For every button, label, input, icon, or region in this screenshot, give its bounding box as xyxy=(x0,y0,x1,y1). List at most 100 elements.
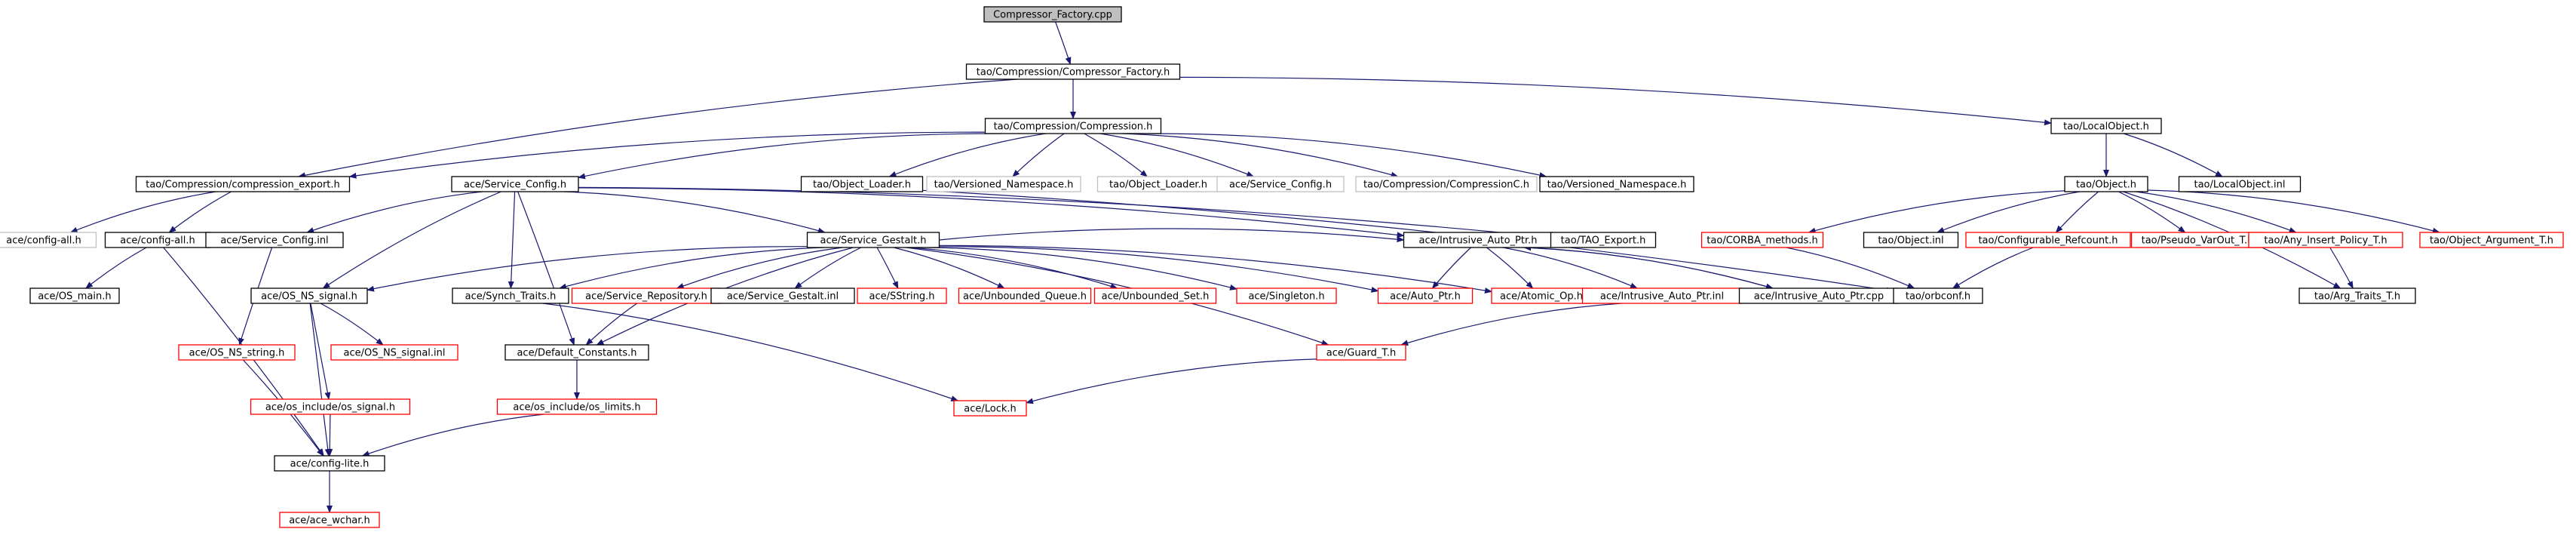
node-box xyxy=(2178,176,2302,192)
node-os-include-os-limits-h[interactable]: ace/os_include/os_limits.h xyxy=(496,398,658,415)
node-compressor-factory-h[interactable]: tao/Compression/Compressor_Factory.h xyxy=(965,63,1181,80)
edge-service-gestalt-h-to-unbounded-queue-h xyxy=(894,247,1005,289)
node-intrusive-auto-ptr-cpp[interactable]: ace/Intrusive_Auto_Ptr.cpp xyxy=(1738,287,1900,304)
node-arg-traits-t-h[interactable]: tao/Arg_Traits_T.h xyxy=(2298,287,2416,304)
edge-synch-traits-h-to-lock-h xyxy=(542,303,959,401)
edge-compression-h-to-object-loader-h-ext xyxy=(1084,133,1148,177)
node-service-gestalt-h[interactable]: ace/Service_Gestalt.h xyxy=(806,232,940,248)
node-guard-t-h[interactable]: ace/Guard_T.h xyxy=(1316,344,1406,361)
node-service-gestalt-inl[interactable]: ace/Service_Gestalt.inl xyxy=(710,287,855,304)
node-box xyxy=(1216,176,1345,192)
edge-service-gestalt-h-to-guard-t-h xyxy=(906,247,1329,346)
node-any-insert-policy-t-h[interactable]: tao/Any_Insert_Policy_T.h xyxy=(2248,232,2403,248)
node-versioned-namespace-h[interactable]: tao/Versioned_Namespace.h xyxy=(1539,176,1694,192)
edge-service-config-h-to-tao-export-h xyxy=(578,186,1552,240)
node-box xyxy=(958,287,1092,304)
node-box xyxy=(983,6,1122,23)
node-box xyxy=(2064,176,2148,192)
node-ace-wchar-h[interactable]: ace/ace_wchar.h xyxy=(279,512,380,528)
node-default-constants-h[interactable]: ace/Default_Constants.h xyxy=(504,344,649,361)
node-service-config-h[interactable]: ace/Service_Config.h xyxy=(451,176,579,192)
node-configurable-refcount-h[interactable]: tao/Configurable_Refcount.h xyxy=(1965,232,2131,248)
node-compression-export-h[interactable]: tao/Compression/compression_export.h xyxy=(135,176,351,192)
node-tao-export-h[interactable]: tao/TAO_Export.h xyxy=(1550,232,1657,248)
node-box xyxy=(1965,232,2131,248)
node-object-h[interactable]: tao/Object.h xyxy=(2064,176,2148,192)
node-label: tao/Versioned_Namespace.h xyxy=(934,180,1074,191)
node-label: tao/Any_Insert_Policy_T.h xyxy=(2264,235,2387,247)
edge-object-h-to-pseudo-varout-t-h xyxy=(2118,191,2186,233)
node-os-ns-signal-h[interactable]: ace/OS_NS_signal.h xyxy=(250,287,368,304)
node-box xyxy=(205,232,344,248)
node-intrusive-auto-ptr-inl[interactable]: ace/Intrusive_Auto_Ptr.inl xyxy=(1581,287,1743,304)
node-label: tao/Configurable_Refcount.h xyxy=(1978,235,2118,247)
node-config-all-h-ext[interactable]: ace/config-all.h xyxy=(0,232,97,248)
node-object-loader-h[interactable]: tao/Object_Loader.h xyxy=(800,176,924,192)
edge-compression-h-to-versioned-namespace-h xyxy=(1143,133,1547,178)
node-config-lite-h[interactable]: ace/config-lite.h xyxy=(274,455,385,472)
edge-object-h-to-configurable-refcount-h xyxy=(2055,191,2099,233)
edge-service-gestalt-h-to-service-repository-h xyxy=(676,247,843,289)
node-unbounded-set-h[interactable]: ace/Unbounded_Set.h xyxy=(1093,287,1217,304)
node-synch-traits-h[interactable]: ace/Synch_Traits.h xyxy=(452,287,569,304)
node-label: ace/Default_Constants.h xyxy=(517,348,636,359)
edge-intrusive-auto-ptr-h-to-intrusive-auto-ptr-cpp xyxy=(1524,247,1774,290)
node-orbconf-h[interactable]: tao/orbconf.h xyxy=(1893,287,1983,304)
edge-service-gestalt-h-to-service-gestalt-inl xyxy=(794,247,862,289)
node-label: tao/Compression/CompressionC.h xyxy=(1363,180,1529,191)
node-box xyxy=(953,400,1027,417)
node-object-loader-h-ext[interactable]: tao/Object_Loader.h xyxy=(1096,176,1220,192)
node-unbounded-queue-h[interactable]: ace/Unbounded_Queue.h xyxy=(958,287,1092,304)
node-pseudo-varout-t-h[interactable]: tao/Pseudo_VarOut_T.h xyxy=(2130,232,2265,248)
node-localobject-h[interactable]: tao/LocalObject.h xyxy=(2050,118,2162,134)
node-intrusive-auto-ptr-h[interactable]: ace/Intrusive_Auto_Ptr.h xyxy=(1403,232,1553,248)
node-box xyxy=(926,176,1081,192)
node-service-config-inl[interactable]: ace/Service_Config.inl xyxy=(205,232,344,248)
node-singleton-h[interactable]: ace/Singleton.h xyxy=(1236,287,1337,304)
node-auto-ptr-h[interactable]: ace/Auto_Ptr.h xyxy=(1377,287,1474,304)
node-label: ace/os_include/os_limits.h xyxy=(513,402,640,414)
node-versioned-namespace-h-ext[interactable]: tao/Versioned_Namespace.h xyxy=(926,176,1081,192)
edge-compression-h-to-service-config-h-ext xyxy=(1099,133,1255,177)
node-box xyxy=(0,232,97,248)
edge-compression-export-h-to-config-all-h xyxy=(168,191,232,233)
node-box xyxy=(496,398,658,415)
node-label: ace/Service_Config.h xyxy=(1229,180,1332,191)
node-label: ace/Service_Gestalt.h xyxy=(820,235,926,247)
node-config-all-h[interactable]: ace/config-all.h xyxy=(104,232,211,248)
node-label: tao/Arg_Traits_T.h xyxy=(2314,291,2400,303)
node-os-ns-string-h[interactable]: ace/OS_NS_string.h xyxy=(178,344,296,361)
node-lock-h[interactable]: ace/Lock.h xyxy=(953,400,1027,417)
node-box xyxy=(1550,232,1657,248)
node-label: ace/Service_Repository.h xyxy=(585,291,707,303)
node-object-argument-t-h[interactable]: tao/Object_Argument_T.h xyxy=(2419,232,2564,248)
node-compressor-factory-cpp[interactable]: Compressor_Factory.cpp xyxy=(983,6,1122,23)
node-localobject-inl[interactable]: tao/LocalObject.inl xyxy=(2178,176,2302,192)
node-corba-methods-h[interactable]: tao/CORBA_methods.h xyxy=(1700,232,1824,248)
node-compression-h[interactable]: tao/Compression/Compression.h xyxy=(984,118,1162,134)
node-object-inl[interactable]: tao/Object.inl xyxy=(1863,232,1959,248)
edge-service-config-h-to-synch-traits-h xyxy=(508,191,516,289)
edge-corba-methods-h-to-orbconf-h xyxy=(1786,247,1915,289)
node-os-main-h[interactable]: ace/OS_main.h xyxy=(29,287,120,304)
node-box xyxy=(2419,232,2564,248)
node-label: ace/ace_wchar.h xyxy=(289,515,370,527)
node-label: ace/OS_main.h xyxy=(38,291,111,303)
node-box xyxy=(178,344,296,361)
node-atomic-op-h[interactable]: ace/Atomic_Op.h xyxy=(1491,287,1592,304)
node-compressionc-h-ext[interactable]: tao/Compression/CompressionC.h xyxy=(1355,176,1538,192)
node-service-config-h-ext[interactable]: ace/Service_Config.h xyxy=(1216,176,1345,192)
node-box xyxy=(710,287,855,304)
node-os-ns-signal-inl[interactable]: ace/OS_NS_signal.inl xyxy=(330,344,458,361)
node-sstring-h[interactable]: ace/SString.h xyxy=(857,287,947,304)
node-os-include-os-signal-h[interactable]: ace/os_include/os_signal.h xyxy=(250,398,411,415)
node-label: ace/Unbounded_Set.h xyxy=(1102,291,1210,303)
node-label: ace/Atomic_Op.h xyxy=(1500,291,1583,303)
edge-intrusive-auto-ptr-cpp-to-intrusive-auto-ptr-h xyxy=(1523,244,1774,289)
node-box xyxy=(279,512,380,528)
node-service-repository-h[interactable]: ace/Service_Repository.h xyxy=(571,287,722,304)
edge-compression-export-h-to-config-all-h-ext xyxy=(69,191,216,233)
node-label: ace/Intrusive_Auto_Ptr.cpp xyxy=(1754,291,1884,303)
edge-service-gestalt-h-to-os-ns-signal-h xyxy=(366,246,808,292)
edge-object-loader-h-to-orbconf-h xyxy=(922,189,1894,294)
